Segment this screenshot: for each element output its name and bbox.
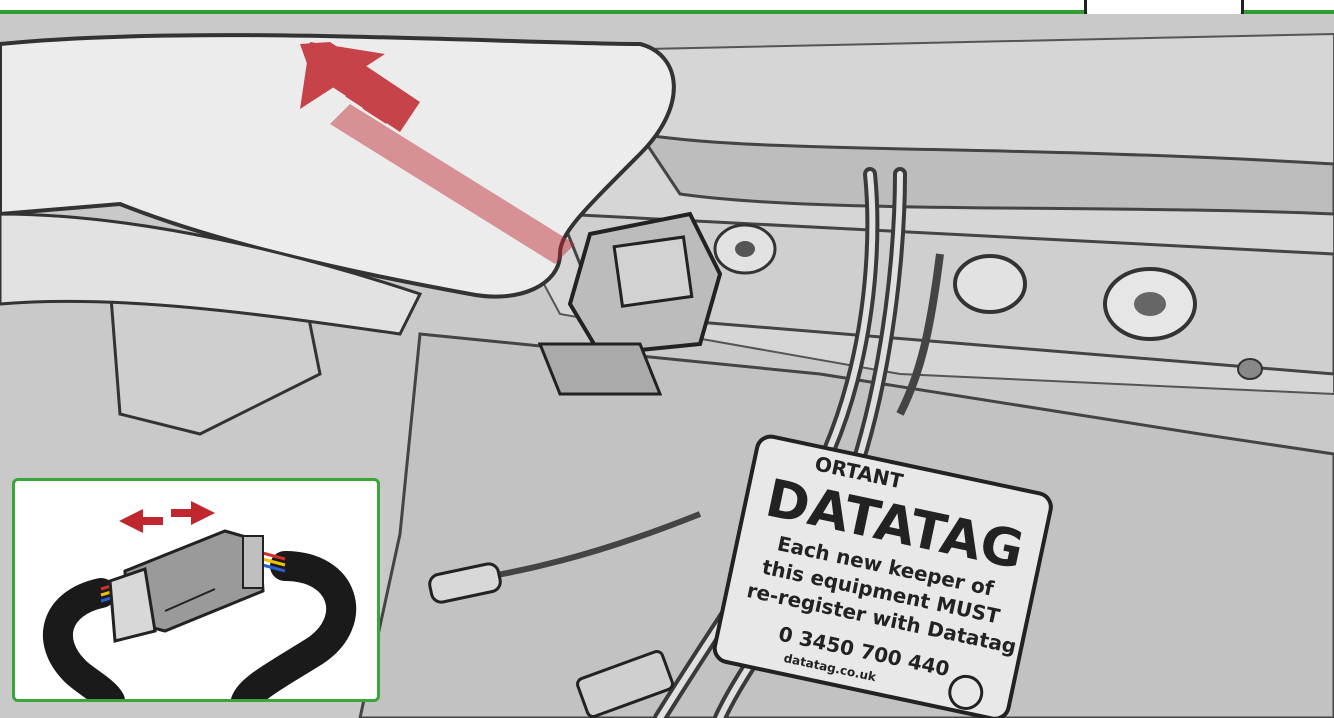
bolt-hole	[1238, 359, 1262, 379]
left-cable	[58, 593, 110, 699]
inset-connector	[110, 531, 263, 641]
inset-drawing	[15, 481, 377, 699]
bolt-hole-inner	[735, 241, 755, 257]
bolt-hole	[955, 256, 1025, 312]
double-arrow-icon	[119, 501, 215, 533]
bolt-hole-inner	[1134, 292, 1166, 316]
inset-detail	[12, 478, 380, 702]
